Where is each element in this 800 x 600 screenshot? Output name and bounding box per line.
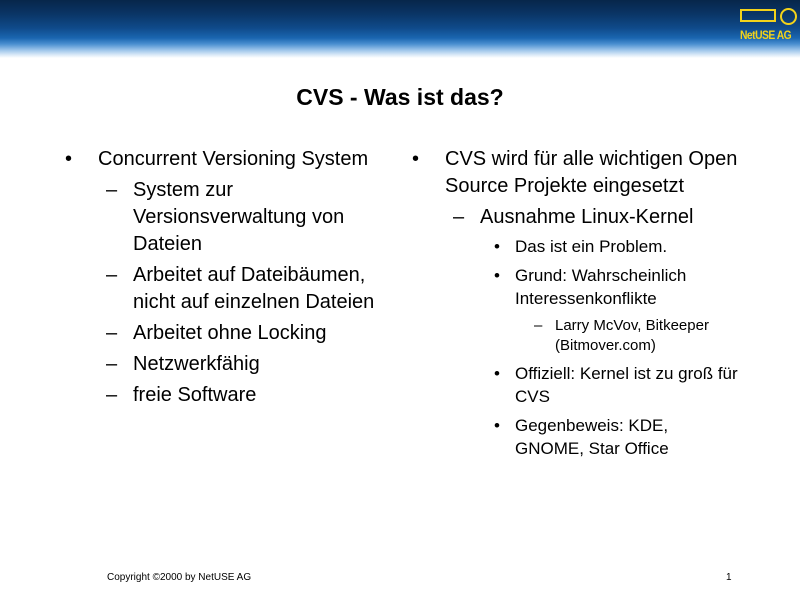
bullet-item: • CVS wird für alle wichtigen Open Sourc… [410,146,740,200]
bullet-text: Concurrent Versioning System [98,148,369,170]
bullet-marker: • [494,266,500,285]
dash-marker: – [106,322,118,344]
bullet-marker: • [494,364,500,383]
right-column: • CVS wird für alle wichtigen Open Sourc… [410,146,740,466]
bullet-marker: • [412,148,420,170]
slide-title: CVS - Was ist das? [296,84,504,110]
sub-bullet-text: Arbeitet ohne Locking [133,322,327,344]
logo-text: NetUSE AG [740,28,792,42]
dash-marker: – [106,353,118,375]
sub-bullet-item: – Ausnahme Linux-Kernel [410,204,740,231]
sub-sub-bullet-text: Gegenbeweis: KDE, GNOME, Star Office [515,416,669,458]
sub-bullet-item: – freie Software [63,382,383,409]
sub-bullet-item: – Netzwerkfähig [63,351,383,378]
dash-marker: – [106,179,118,201]
header-banner: NetUSE AG [0,0,800,58]
level4-bullet-text: Larry McVov, Bitkeeper (Bitmover.com) [555,317,709,354]
sub-bullet-item: – Arbeitet auf Dateibäumen, nicht auf ei… [63,262,383,316]
sub-bullet-text: System zur Versionsverwaltung von Dateie… [133,179,345,255]
dash-marker: – [106,384,118,406]
bullet-item: • Concurrent Versioning System [63,146,383,173]
sub-sub-bullet-text: Grund: Wahrscheinlich Interessenkonflikt… [515,266,687,308]
sub-bullet-item: – Arbeitet ohne Locking [63,320,383,347]
sub-sub-bullet-text: Offiziell: Kernel ist zu groß für CVS [515,364,738,406]
netuse-logo: NetUSE AG [740,7,798,45]
dash-marker: – [534,317,543,334]
sub-sub-bullet-item: • Offiziell: Kernel ist zu groß für CVS [410,362,740,408]
bullet-text: CVS wird für alle wichtigen Open Source … [445,148,738,197]
footer-copyright: Copyright ©2000 by NetUSE AG [107,572,252,583]
dash-marker: – [453,206,465,228]
sub-bullet-text: Ausnahme Linux-Kernel [480,206,694,228]
sub-bullet-item: – System zur Versionsverwaltung von Date… [63,177,383,258]
sub-bullet-text: Arbeitet auf Dateibäumen, nicht auf einz… [133,264,375,313]
bullet-marker: • [65,148,73,170]
level4-bullet-item: – Larry McVov, Bitkeeper (Bitmover.com) [410,316,740,356]
logo-rectangle-icon [740,9,776,22]
sub-sub-bullet-text: Das ist ein Problem. [515,237,668,256]
logo-circle-icon [780,8,797,25]
dash-marker: – [106,264,118,286]
page-number: 1 [726,572,732,583]
sub-sub-bullet-item: • Das ist ein Problem. [410,235,740,258]
sub-bullet-text: Netzwerkfähig [133,353,260,375]
left-column: • Concurrent Versioning System – System … [63,146,383,413]
bullet-marker: • [494,237,500,256]
sub-sub-bullet-item: • Gegenbeweis: KDE, GNOME, Star Office [410,414,740,460]
bullet-marker: • [494,416,500,435]
sub-bullet-text: freie Software [133,384,257,406]
sub-sub-bullet-item: • Grund: Wahrscheinlich Interessenkonfli… [410,264,740,310]
